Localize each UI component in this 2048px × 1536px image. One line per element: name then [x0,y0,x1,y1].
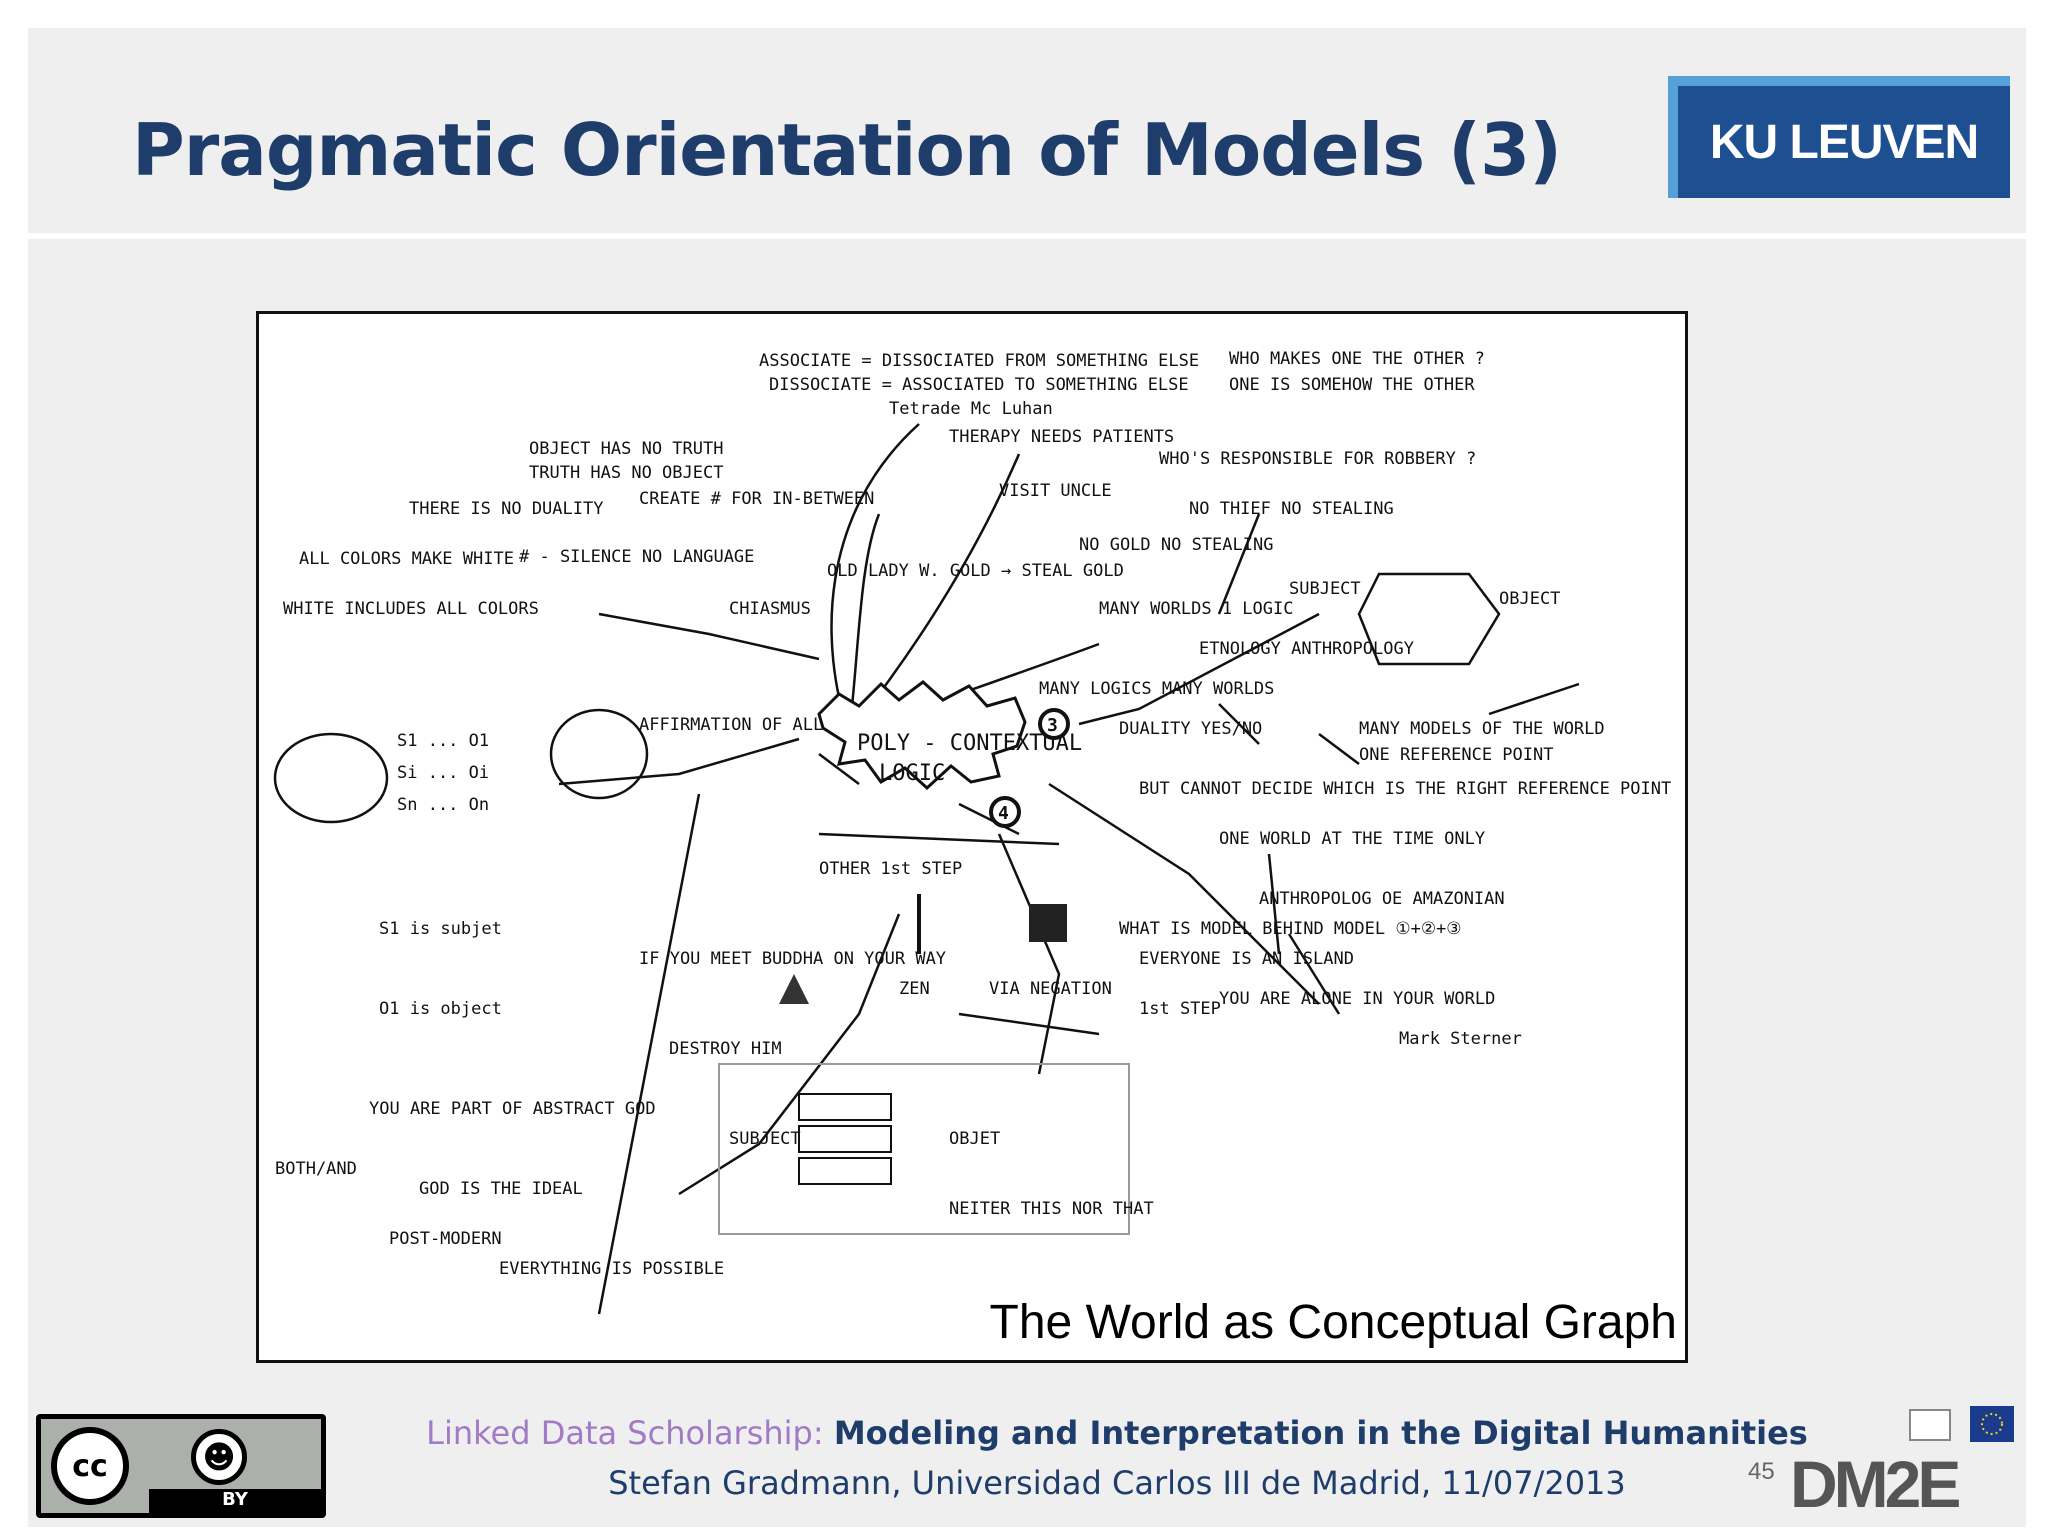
fig-label-26: DUALITY YES/NO [1119,719,1262,739]
fig-label-30: AFFIRMATION OF ALL [639,715,823,735]
fig-label-32: WHAT IS MODEL BEHIND MODEL ①+②+③ [1119,919,1462,939]
fig-label-44: YOU ARE PART OF ABSTRACT GOD [369,1099,656,1119]
fig-label-13: CREATE # FOR IN-BETWEEN [639,489,874,509]
fig-label-45: GOD IS THE IDEAL [419,1179,583,1199]
fig-label-17: # - SILENCE NO LANGUAGE [519,547,754,567]
fig-label-4: Tetrade Mc Luhan [889,399,1053,419]
slide: Pragmatic Orientation of Models (3) KU L… [28,28,2026,1527]
fig-label-12: TRUTH HAS NO OBJECT [529,463,723,483]
fig-label-21: OBJECT [1499,589,1560,609]
fig-label-9: OLD LADY W. GOLD → STEAL GOLD [827,561,1124,581]
island-box [718,1063,1130,1235]
conceptual-graph-figure: POLY - CONTEXTUAL LOGIC 3 4 ASSOCIATE = … [256,311,1688,1363]
buddha-icon [779,974,809,1004]
subject-object-hexagon [1357,572,1501,666]
fig-label-28: MANY LOGICS MANY WORLDS [1039,679,1274,699]
subject-ellipse-left [273,732,389,824]
fig-label-0: ASSOCIATE = DISSOCIATED FROM SOMETHING E… [759,351,1199,371]
svg-text:3: 3 [1047,715,1058,736]
fig-label-18: CHIASMUS [729,599,811,619]
fig-label-50: Si ... Oi [397,763,489,783]
dm2e-flag-icon [1909,1406,2014,1442]
fig-label-33: YOU ARE ALONE IN YOUR WORLD [1219,989,1495,1009]
fig-label-25: BUT CANNOT DECIDE WHICH IS THE RIGHT REF… [1139,779,1671,799]
fig-label-10: NO GOLD NO STEALING [1079,535,1273,555]
footer-prefix: Linked Data Scholarship: [426,1414,824,1452]
fig-label-5: THERAPY NEEDS PATIENTS [949,427,1174,447]
fig-label-52: S1 is subjet [379,919,502,939]
fig-label-40: DESTROY HIM [669,1039,782,1059]
center-node-shape [817,680,1027,791]
fig-label-15: ALL COLORS MAKE WHITE [299,549,514,569]
fig-label-36: IF YOU MEET BUDDHA ON YOUR WAY [639,949,946,969]
by-label: BY [222,1489,248,1510]
fig-label-23: MANY MODELS OF THE WORLD [1359,719,1605,739]
fig-label-8: VISIT UNCLE [999,481,1112,501]
footer-course-line: Linked Data Scholarship: Modeling and In… [28,1414,2026,1452]
footer-course-title: Modeling and Interpretation in the Digit… [833,1414,1808,1452]
circle-4-icon [989,796,1021,828]
page-number: 45 [1748,1458,1775,1485]
circle-3-icon [1038,708,1070,740]
fig-label-27: ONE WORLD AT THE TIME ONLY [1219,829,1485,849]
fig-label-39: 1st STEP [1139,999,1221,1019]
object-ellipse-left [549,708,649,800]
temple-icon [1029,904,1067,942]
fig-label-19: MANY WORLDS 1 LOGIC [1099,599,1293,619]
fig-label-3: ONE IS SOMEHOW THE OTHER [1229,375,1475,395]
fig-label-53: O1 is object [379,999,502,1019]
logo-text: KU LEUVEN [1709,115,1979,169]
cc-by-license-badge[interactable]: cc ☻ BY [36,1414,326,1518]
attribution-person-icon: ☻ [191,1429,247,1485]
fig-label-43: NEITER THIS NOR THAT [949,1199,1154,1219]
hand-drawn-diagram: POLY - CONTEXTUAL LOGIC 3 4 ASSOCIATE = … [273,349,1671,1315]
fig-label-14: THERE IS NO DUALITY [409,499,603,519]
slide-title: Pragmatic Orientation of Models (3) [132,108,1562,192]
fig-label-37: ZEN [899,979,930,999]
fig-label-41: SUBJECT [729,1129,801,1149]
fig-label-31: OTHER 1st STEP [819,859,962,879]
dm2e-logo: DM2E [1790,1406,2022,1521]
fig-label-51: Sn ... On [397,795,489,815]
fig-label-24: ONE REFERENCE POINT [1359,745,1553,765]
fig-label-46: BOTH/AND [275,1159,357,1179]
ku-leuven-logo: KU LEUVEN [1668,76,2010,198]
fig-label-22: ETNOLOGY ANTHROPOLOGY [1199,639,1414,659]
fig-label-1: DISSOCIATE = ASSOCIATED TO SOMETHING ELS… [769,375,1189,395]
fig-label-11: OBJECT HAS NO TRUTH [529,439,723,459]
svg-text:4: 4 [998,803,1009,824]
fig-label-47: POST-MODERN [389,1229,502,1249]
svg-text:LOGIC: LOGIC [879,761,945,786]
fig-label-38: VIA NEGATION [989,979,1112,999]
fig-label-29: ANTHROPOLOG OE AMAZONIAN [1259,889,1505,909]
footer-author-line: Stefan Gradmann, Universidad Carlos III … [608,1464,1626,1502]
fig-label-7: NO THIEF NO STEALING [1189,499,1394,519]
fig-label-34: Mark Sterner [1399,1029,1522,1049]
fig-label-20: SUBJECT [1289,579,1361,599]
dm2e-text: DM2E [1790,1447,1961,1521]
header-divider [28,233,2026,239]
fig-label-49: S1 ... O1 [397,731,489,751]
fig-label-35: EVERYONE IS AN ISLAND [1139,949,1354,969]
fig-label-48: EVERYTHING IS POSSIBLE [499,1259,724,1279]
creative-commons-icon: cc [51,1427,129,1505]
fig-label-6: WHO'S RESPONSIBLE FOR ROBBERY ? [1159,449,1476,469]
fig-label-42: OBJET [949,1129,1000,1149]
fig-label-16: WHITE INCLUDES ALL COLORS [283,599,539,619]
figure-caption: The World as Conceptual Graph [989,1296,1677,1349]
fig-label-2: WHO MAKES ONE THE OTHER ? [1229,349,1485,369]
